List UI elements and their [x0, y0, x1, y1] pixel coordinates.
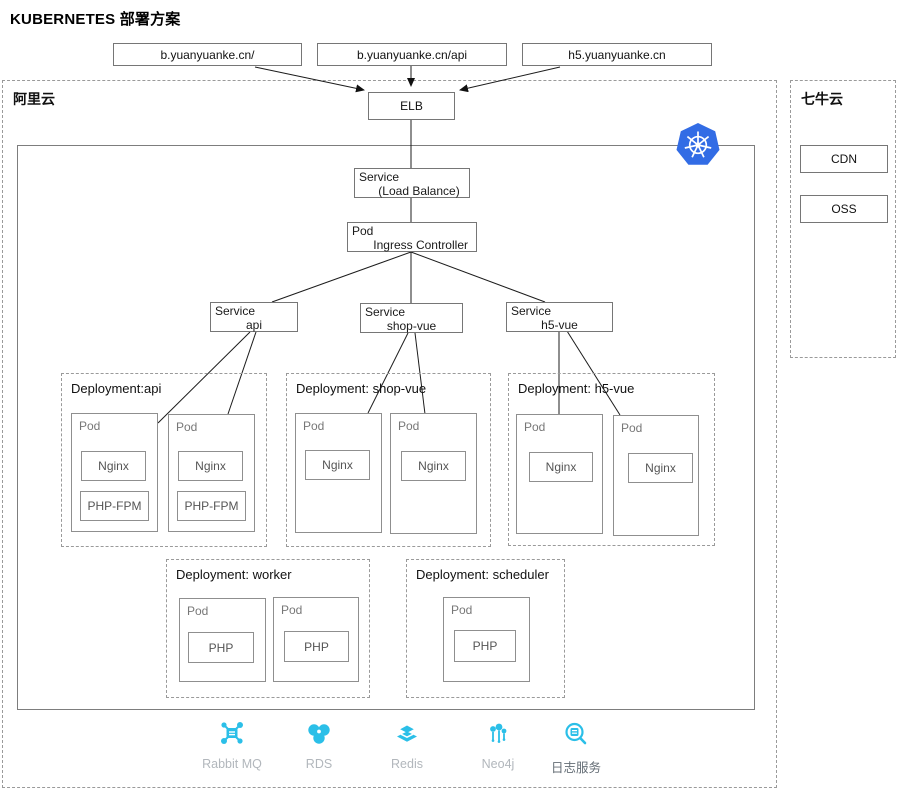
service-name: h5-vue: [541, 318, 578, 332]
ingress-pod-name: Ingress Controller: [373, 238, 468, 252]
service-type: Service: [215, 304, 256, 318]
pod-label: Pod: [187, 604, 209, 618]
middleware-label: Rabbit MQ: [202, 757, 262, 771]
deployment-shop-vue-box: Deployment: shop-vue: [286, 373, 491, 547]
container-php-box: PHP: [454, 630, 516, 662]
middleware-label: RDS: [305, 757, 333, 771]
k8s-cluster-box: [17, 145, 755, 710]
service-lb-type: Service: [359, 170, 400, 184]
service-lb-name: (Load Balance): [378, 184, 460, 198]
container-nginx-box: Nginx: [628, 453, 693, 483]
deployment-label: Deployment: h5-vue: [518, 381, 635, 396]
pod-box: Pod PHP: [179, 598, 266, 682]
middleware-label: Redis: [391, 757, 423, 771]
log-service-icon: [562, 720, 590, 748]
pod-label: Pod: [79, 419, 101, 433]
region-qiniu: 七牛云: [790, 80, 896, 358]
domain-box-h5: h5.yuanyuanke.cn: [522, 43, 712, 66]
service-shop-vue-box: Service shop-vue: [360, 303, 463, 333]
middleware-redis: Redis: [362, 720, 452, 771]
service-type: Service: [511, 304, 552, 318]
ingress-pod-type: Pod: [352, 224, 374, 238]
container-nginx-box: Nginx: [305, 450, 370, 480]
pod-label: Pod: [281, 603, 303, 617]
qiniu-oss-box: OSS: [800, 195, 888, 223]
service-name: shop-vue: [386, 319, 437, 333]
pod-box: Pod Nginx PHP-FPM: [71, 413, 158, 532]
deployment-label: Deployment: scheduler: [416, 567, 549, 582]
pod-box: Pod Nginx: [295, 413, 382, 533]
region-aliyun-label: 阿里云: [13, 91, 55, 107]
domain-label: b.yuanyuanke.cn/: [160, 47, 255, 62]
pod-box: Pod Nginx: [516, 414, 603, 534]
container-nginx-box: Nginx: [81, 451, 146, 481]
domain-label: h5.yuanyuanke.cn: [568, 47, 666, 62]
domain-label: b.yuanyuanke.cn/api: [356, 47, 468, 62]
deployment-scheduler-box: Deployment: scheduler: [406, 559, 565, 698]
pod-label: Pod: [621, 421, 643, 435]
domain-box-b: b.yuanyuanke.cn/: [113, 43, 302, 66]
deployment-label: Deployment:api: [71, 381, 162, 396]
elb-box: ELB: [368, 92, 455, 120]
pod-box: Pod PHP: [443, 597, 530, 682]
pod-box: Pod Nginx: [613, 415, 699, 536]
container-nginx-box: Nginx: [529, 452, 593, 482]
container-nginx-box: Nginx: [178, 451, 243, 481]
deployment-label: Deployment: worker: [176, 567, 292, 582]
ingress-pod-box: Pod Ingress Controller: [347, 222, 477, 252]
neo4j-icon: [484, 720, 512, 748]
pod-box: Pod PHP: [273, 597, 359, 682]
pod-box: Pod Nginx: [390, 413, 477, 534]
middleware-log-service: 日志服务: [531, 720, 621, 776]
middleware-rds: RDS: [274, 720, 364, 771]
elb-label: ELB: [400, 99, 423, 113]
pod-label: Pod: [303, 419, 325, 433]
service-h5-vue-box: Service h5-vue: [506, 302, 613, 332]
service-type: Service: [365, 305, 406, 319]
deployment-api-box: Deployment:api: [61, 373, 267, 547]
cdn-label: CDN: [831, 152, 857, 166]
region-aliyun: 阿里云: [2, 80, 777, 788]
service-api-box: Service api: [210, 302, 298, 332]
middleware-rabbitmq: Rabbit MQ: [187, 720, 277, 771]
rabbitmq-icon: [218, 720, 246, 748]
container-php-box: PHP: [284, 631, 349, 662]
domain-box-b-api: b.yuanyuanke.cn/api: [317, 43, 507, 66]
rds-icon: [305, 720, 333, 748]
redis-icon: [393, 720, 421, 748]
container-php-fpm-box: PHP-FPM: [177, 491, 246, 521]
container-php-box: PHP: [188, 632, 254, 663]
deployment-worker-box: Deployment: worker: [166, 559, 370, 698]
service-name: api: [245, 318, 262, 332]
pod-label: Pod: [398, 419, 420, 433]
kubernetes-icon: [675, 122, 721, 168]
region-qiniu-label: 七牛云: [801, 91, 843, 107]
middleware-neo4j: Neo4j: [453, 720, 543, 771]
service-lb-box: Service (Load Balance): [354, 168, 470, 198]
deployment-label: Deployment: shop-vue: [296, 381, 427, 396]
container-php-fpm-box: PHP-FPM: [80, 491, 149, 521]
pod-box: Pod Nginx PHP-FPM: [168, 414, 255, 532]
pod-label: Pod: [176, 420, 198, 434]
container-nginx-box: Nginx: [401, 451, 466, 481]
pod-label: Pod: [524, 420, 546, 434]
middleware-label: 日志服务: [550, 761, 601, 775]
deployment-h5-vue-box: Deployment: h5-vue: [508, 373, 715, 546]
qiniu-cdn-box: CDN: [800, 145, 888, 173]
oss-label: OSS: [831, 202, 857, 216]
pod-label: Pod: [451, 603, 473, 617]
page-title: KUBERNETES 部署方案: [10, 11, 181, 28]
middleware-label: Neo4j: [481, 757, 515, 771]
